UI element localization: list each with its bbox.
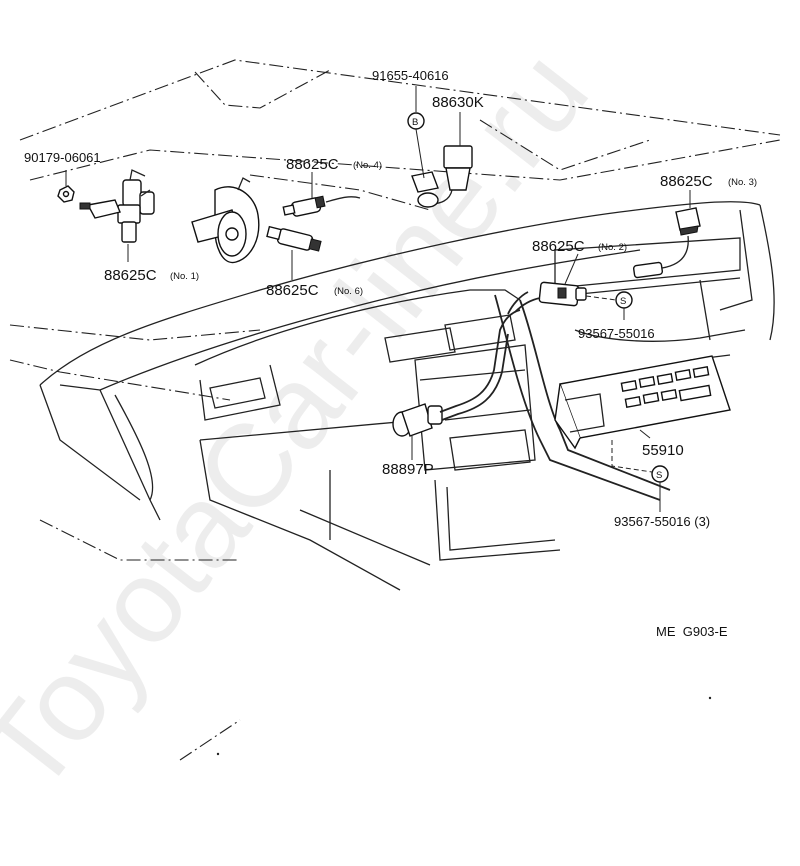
label-88625c-no4: 88625C — [286, 156, 339, 173]
label-88625c-no6: 88625C — [266, 282, 319, 299]
steering-column — [191, 177, 260, 264]
marker-s-lower-letter: S — [656, 470, 662, 481]
figure-code: ME G903-E — [656, 624, 728, 639]
label-88630k: 88630K — [432, 94, 484, 111]
label-88625c-no3: 88625C — [660, 173, 713, 190]
relay-88630k — [411, 145, 473, 208]
vsv-no3 — [632, 207, 701, 279]
vsv-no2 — [507, 281, 587, 315]
label-88625c-no1: 88625C — [104, 267, 157, 284]
marker-s-lower: S — [651, 465, 669, 483]
part-labels: 90179-06061 88625C (No. 1) 88625C (No. 4… — [24, 68, 757, 639]
label-88625c-no6-sub: (No. 6) — [334, 286, 363, 297]
body-outline — [9, 59, 781, 761]
scan-dot — [216, 752, 220, 756]
marker-b: B — [407, 112, 425, 130]
label-93567-55016-upper: 93567-55016 — [578, 326, 655, 341]
marker-b-letter: B — [412, 117, 418, 128]
label-55910: 55910 — [642, 442, 684, 459]
nut-90179 — [57, 185, 75, 203]
label-88625c-no2: 88625C — [532, 238, 585, 255]
heater-control-55910 — [554, 355, 731, 450]
leader-lines — [65, 86, 691, 512]
label-90179-06061: 90179-06061 — [24, 150, 101, 165]
marker-s-upper: S — [615, 291, 633, 309]
marker-s-upper-letter: S — [620, 296, 626, 307]
scan-dot — [708, 696, 712, 700]
sensor-88897p — [392, 309, 521, 437]
label-93567-55016-lower: 93567-55016 (3) — [614, 514, 710, 529]
vsv-no1 — [79, 169, 155, 243]
control-buttons — [620, 366, 712, 408]
label-88625c-no1-sub: (No. 1) — [170, 271, 199, 282]
label-88625c-no2-sub: (No. 2) — [598, 242, 627, 253]
dashboard-outline — [39, 201, 775, 591]
label-88625c-no4-sub: (No. 4) — [353, 160, 382, 171]
vsv-no4 — [282, 195, 361, 217]
watermark: ToyotaCar-line.ru — [0, 27, 614, 816]
label-88625c-no3-sub: (No. 3) — [728, 177, 757, 188]
label-88897p: 88897P — [382, 461, 434, 478]
label-91655-40616: 91655-40616 — [372, 68, 449, 83]
vsv-no6 — [266, 225, 322, 252]
